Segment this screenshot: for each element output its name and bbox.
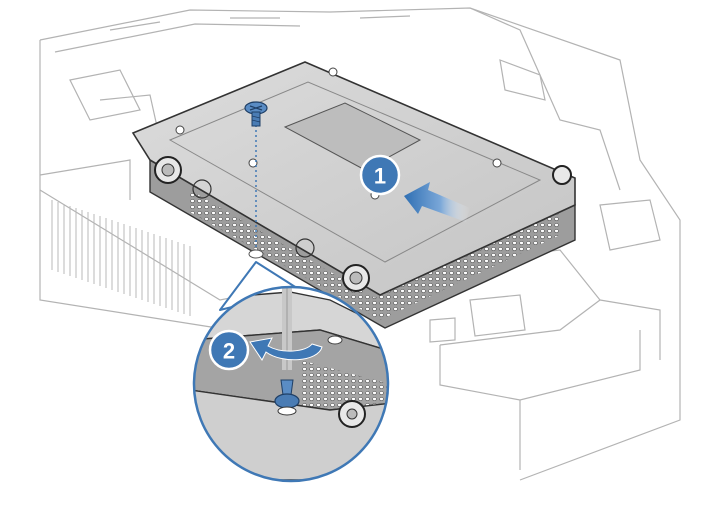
grommet	[342, 264, 370, 292]
step-2-callout: 2	[208, 329, 250, 371]
screw-hole	[248, 249, 264, 259]
step-1-number: 1	[374, 164, 386, 189]
zoom-detail: 2	[192, 261, 390, 483]
grommet	[154, 156, 182, 184]
bracket-vent-holes	[190, 190, 560, 320]
chassis-vent-slots	[51, 200, 191, 316]
grommet	[552, 165, 572, 185]
screw-icon	[244, 101, 268, 127]
drive-bracket	[131, 61, 576, 329]
bracket-top-plate	[131, 61, 576, 296]
slide-arrow-icon	[404, 182, 470, 222]
zoom-detail-border	[192, 285, 390, 483]
screw-icon	[274, 379, 300, 416]
step-2-number: 2	[223, 339, 235, 364]
step-1-callout: 1	[359, 154, 401, 196]
bracket-label-recess	[283, 102, 422, 171]
computer-chassis	[39, 7, 681, 481]
rotate-arrow-icon	[249, 337, 323, 361]
